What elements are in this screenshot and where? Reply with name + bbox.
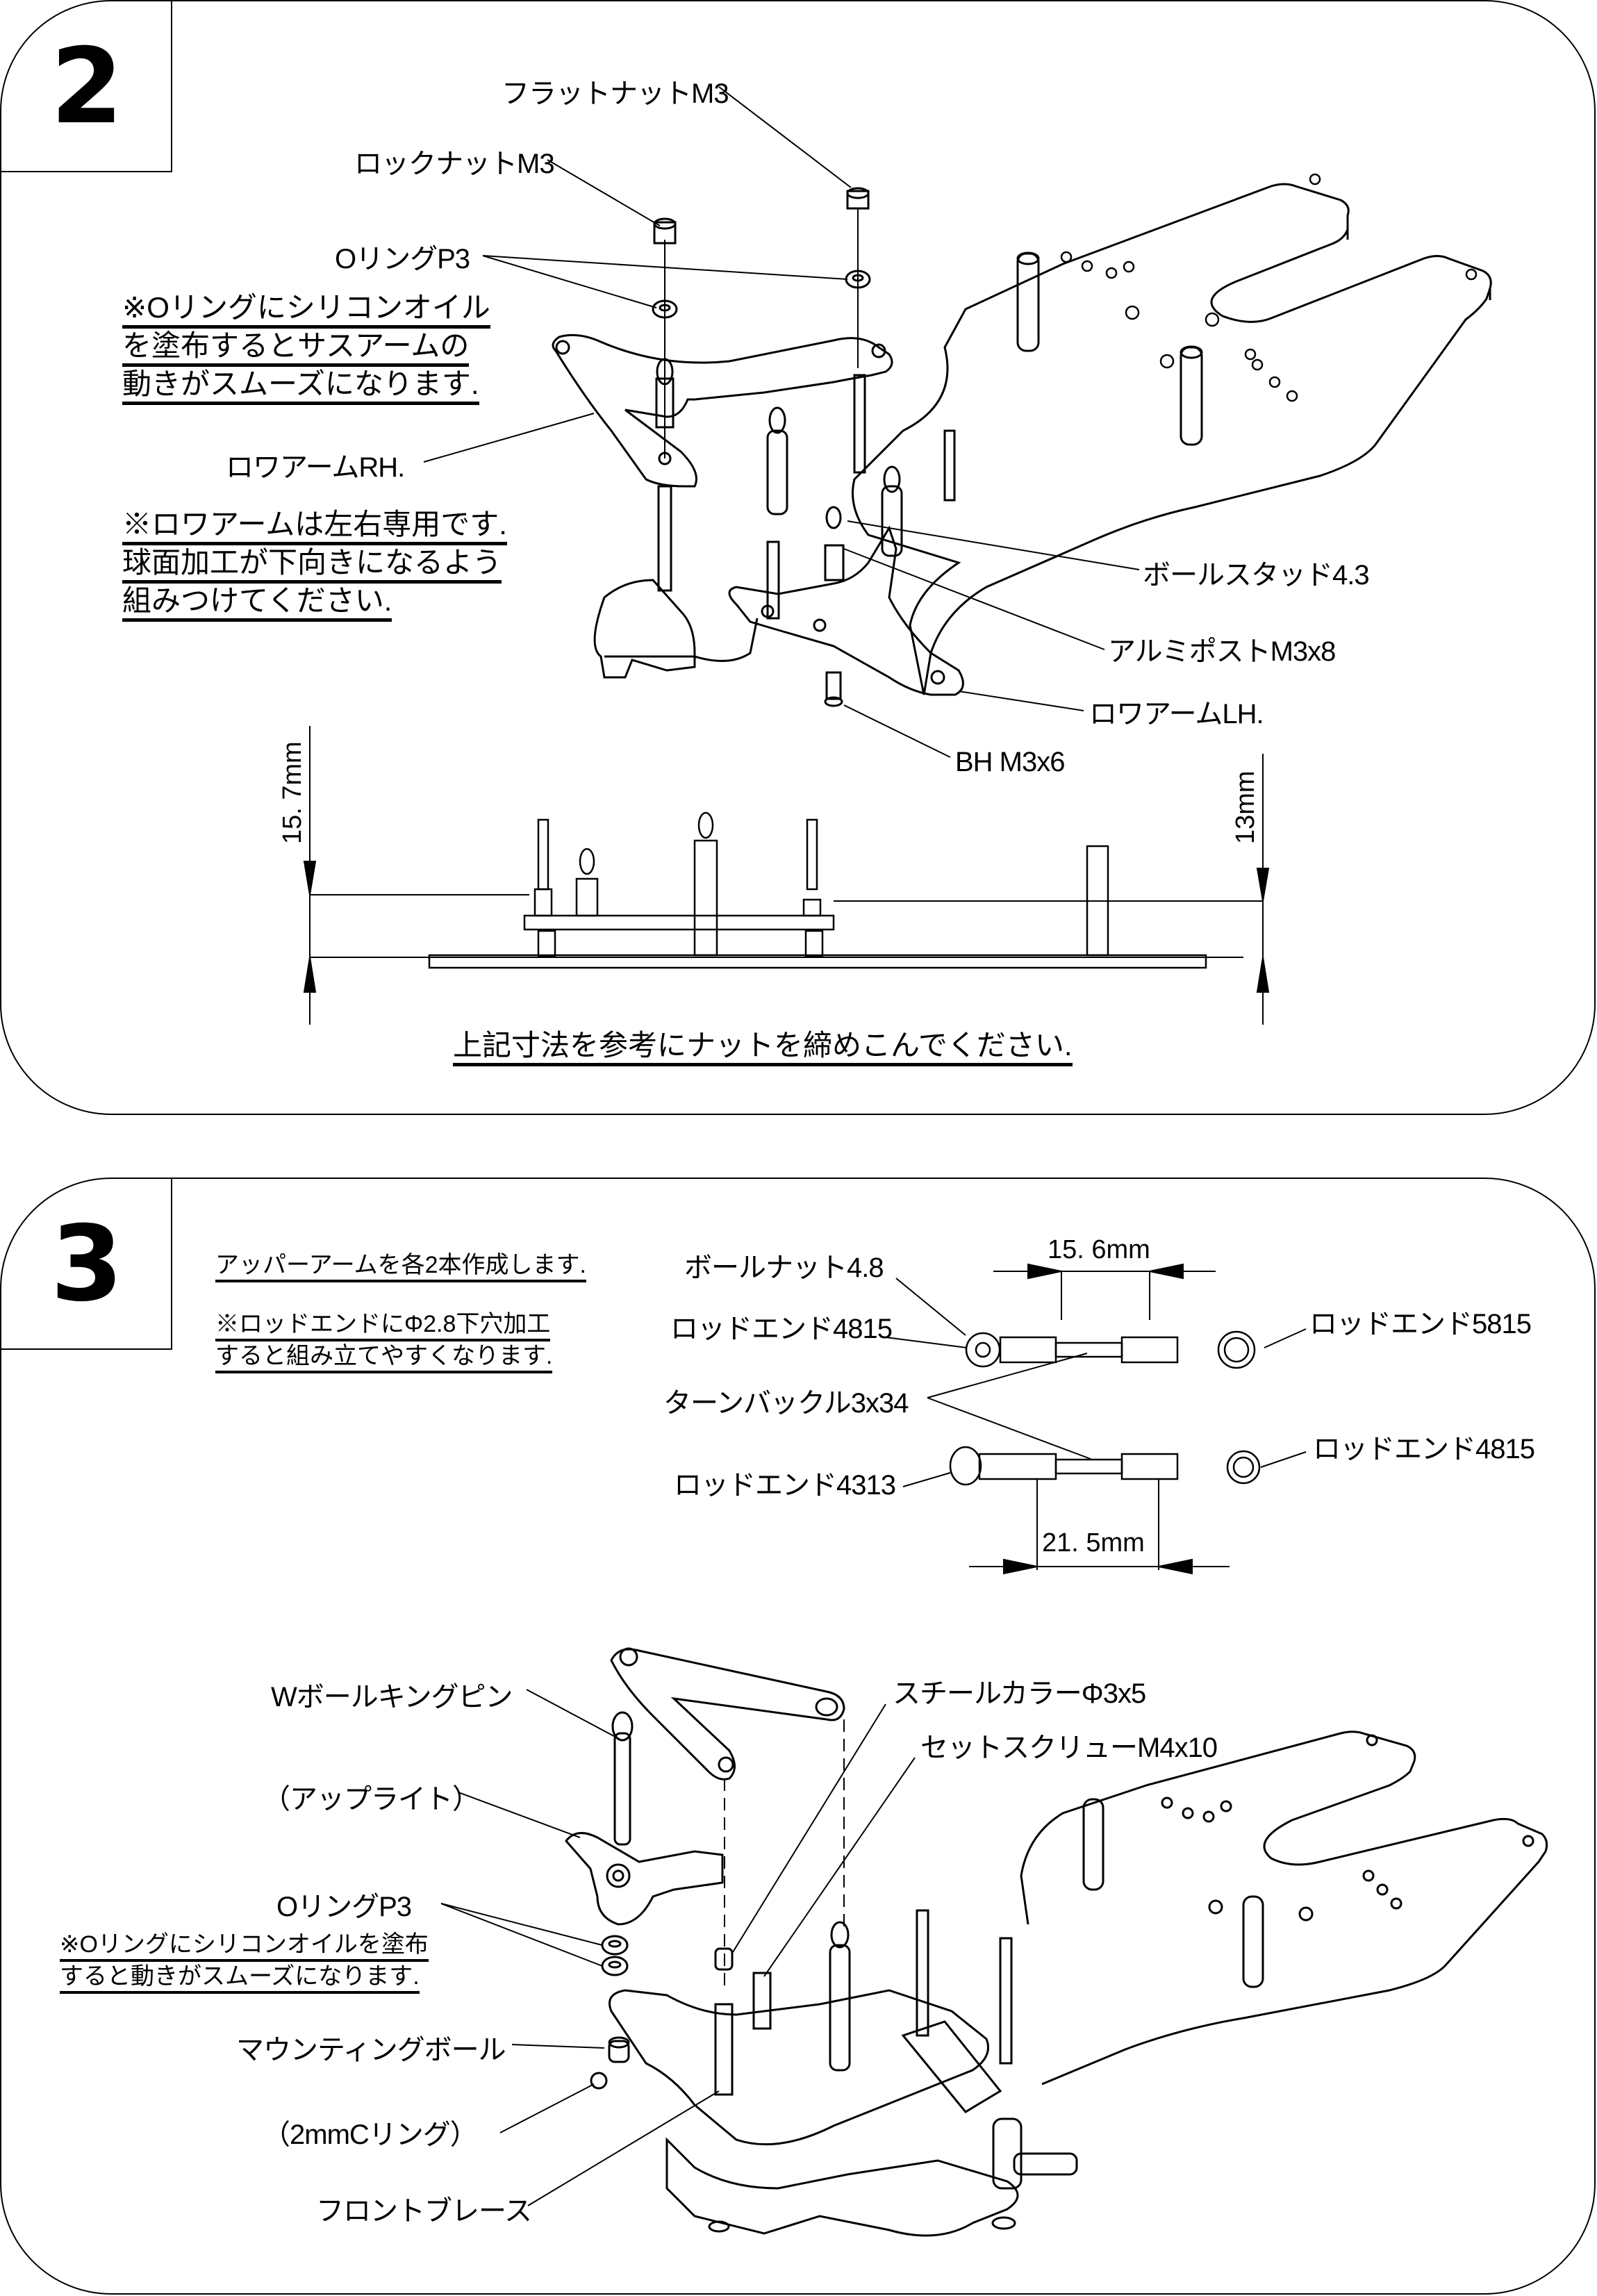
note-make-arms: アッパーアームを各2本作成します. bbox=[215, 1250, 586, 1282]
step2-side-view bbox=[428, 811, 1207, 969]
dimension-bottom: 21. 5mm bbox=[1042, 1528, 1145, 1558]
step-2-number: 2 bbox=[50, 26, 124, 147]
step2-leader-lines bbox=[423, 86, 1140, 758]
label-alu-post: アルミポストM3x8 bbox=[1108, 636, 1336, 667]
label-c-ring: （2mmCリング） bbox=[263, 2120, 478, 2150]
label-o-ring-3: OリングP3 bbox=[276, 1892, 412, 1922]
dimension-right: 13mm bbox=[1231, 770, 1260, 844]
label-king-pin: Wボールキングピン bbox=[271, 1682, 513, 1712]
label-ball-stud: ボールスタッド4.3 bbox=[1143, 560, 1370, 590]
step2-hardware-stack bbox=[652, 187, 956, 707]
step-3-number-box: 3 bbox=[1, 1179, 172, 1350]
label-o-ring: OリングP3 bbox=[335, 244, 470, 274]
note-rod-end-line-1: ※ロッドエンドにΦ2.8下穴加工 bbox=[215, 1310, 551, 1341]
instruction-text: 上記寸法を参考にナットを締めこんでください. bbox=[453, 1028, 1073, 1066]
note-lower-arm-line-2: 球面加工が下向きになるよう bbox=[122, 545, 502, 584]
step2-chassis-plate bbox=[852, 183, 1492, 695]
step3-leader-lines bbox=[440, 1689, 916, 2206]
step2-bulkhead bbox=[593, 579, 759, 679]
step2-dimension-lines bbox=[303, 726, 1270, 1025]
step2-lower-arm-rh bbox=[552, 333, 893, 488]
note-oring-oil-line-2: を塗布するとサスアームの bbox=[122, 329, 470, 367]
instruction-tighten-nuts: 上記寸法を参考にナットを締めこんでください. bbox=[453, 1028, 1073, 1066]
label-lower-arm-lh: ロワアームLH. bbox=[1089, 699, 1264, 729]
note-oring-oil-3-line-2: すると動きがスムーズになります. bbox=[60, 1962, 420, 1994]
note-lower-arm-side: ※ロワアームは左右専用です. 球面加工が下向きになるよう 組みつけてください. bbox=[122, 507, 507, 622]
dimension-top: 15. 6mm bbox=[1048, 1235, 1150, 1264]
step2-chassis-holes bbox=[1060, 173, 1478, 402]
note-make-arms-text: アッパーアームを各2本作成します. bbox=[215, 1250, 586, 1282]
note-oring-oil: ※Oリングにシリコンオイル を塗布するとサスアームの 動きがスムーズになります. bbox=[122, 290, 490, 405]
note-oring-oil-line-3: 動きがスムーズになります. bbox=[122, 367, 479, 405]
label-lock-nut: ロックナットM3 bbox=[354, 149, 555, 179]
note-oring-oil-line-1: ※Oリングにシリコンオイル bbox=[122, 290, 490, 329]
label-set-screw: セットスクリューM4x10 bbox=[920, 1733, 1218, 1763]
step-3-number: 3 bbox=[50, 1204, 124, 1325]
note-oring-oil-3: ※Oリングにシリコンオイルを塗布 すると動きがスムーズになります. bbox=[60, 1930, 429, 1994]
label-turnbuckle: ターンバックル3x34 bbox=[663, 1388, 909, 1419]
label-upright: （アップライト） bbox=[263, 1784, 480, 1815]
note-lower-arm-line-3: 組みつけてください. bbox=[122, 584, 392, 622]
note-lower-arm-line-1: ※ロワアームは左右専用です. bbox=[122, 507, 507, 545]
step3-arm-dimension-lines bbox=[885, 1263, 1307, 1575]
note-rod-end-drill: ※ロッドエンドにΦ2.8下穴加工 すると組み立てやすくなります. bbox=[215, 1310, 553, 1373]
note-rod-end-line-2: すると組み立てやすくなります. bbox=[215, 1341, 553, 1373]
step3-upper-arm-b bbox=[949, 1446, 1261, 1486]
label-rod-end-5815: ロッドエンド5815 bbox=[1309, 1309, 1532, 1339]
step-2-number-box: 2 bbox=[1, 1, 172, 172]
label-flat-nut: フラットナットM3 bbox=[502, 79, 729, 109]
label-rod-end-4313: ロッドエンド4313 bbox=[674, 1470, 896, 1501]
label-mounting-ball: マウンティングボール bbox=[236, 2035, 506, 2065]
step3-chassis-plate bbox=[1020, 1731, 1548, 2086]
label-lower-arm-rh: ロワアームRH. bbox=[226, 452, 405, 483]
label-rod-end-4815-b: ロッドエンド4815 bbox=[1313, 1434, 1535, 1464]
label-front-brace: フロントブレース bbox=[316, 2196, 532, 2227]
dimension-left: 15. 7mm bbox=[278, 741, 307, 844]
step3-exploded-parts bbox=[565, 1647, 845, 2090]
note-oring-oil-3-line-1: ※Oリングにシリコンオイルを塗布 bbox=[60, 1930, 429, 1962]
step3-upper-arm-a bbox=[965, 1330, 1256, 1369]
label-steel-collar: スチールカラーΦ3x5 bbox=[893, 1678, 1146, 1709]
step3-front-assembly bbox=[609, 1909, 1078, 2237]
label-rod-end-4815-a: ロッドエンド4815 bbox=[670, 1314, 893, 1344]
step2-posts bbox=[1016, 251, 1203, 446]
label-bh-screw: BH M3x6 bbox=[955, 747, 1065, 777]
label-ball-nut: ボールナット4.8 bbox=[684, 1253, 884, 1283]
